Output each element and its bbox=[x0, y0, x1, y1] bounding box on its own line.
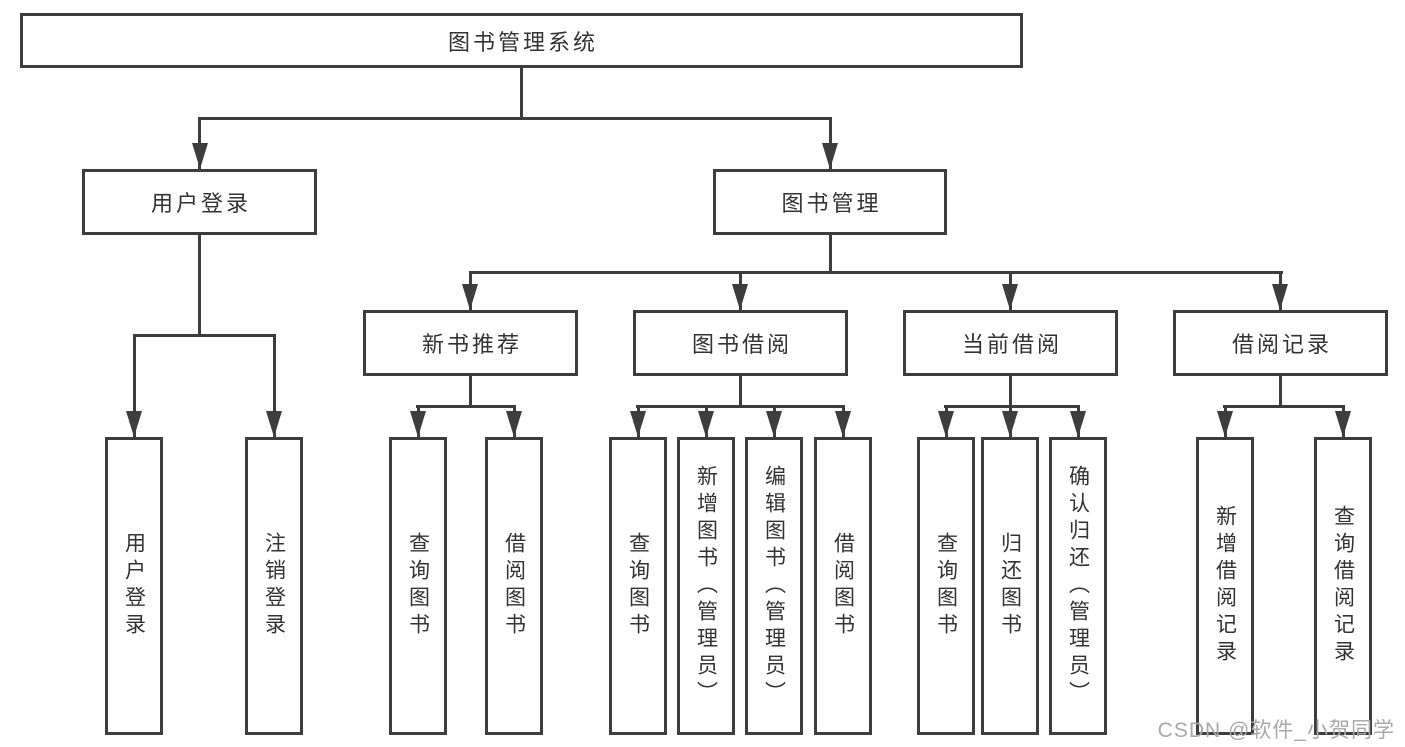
node-current-borrow: 当前借阅 bbox=[903, 310, 1118, 376]
connector-user-login-stem bbox=[198, 235, 201, 335]
leaf-query-book-recommend-label: 查询图书 bbox=[406, 532, 430, 640]
leaf-add-book-admin-label: 新增图书（管理员） bbox=[694, 464, 718, 708]
node-book-borrow-label: 图书借阅 bbox=[691, 332, 792, 357]
connector-bar-current-borrow bbox=[944, 405, 1080, 408]
arrowhead-query-book-a bbox=[410, 411, 426, 437]
arrowhead-book-mgmt bbox=[822, 143, 838, 169]
node-book-management-label: 图书管理 bbox=[781, 191, 882, 216]
arrowhead-borrow-record bbox=[1272, 284, 1288, 310]
leaf-query-borrow-record: 查询借阅记录 bbox=[1314, 437, 1372, 735]
connector-bar-new-book-rec bbox=[416, 405, 516, 408]
leaf-user-login-label: 用户登录 bbox=[122, 532, 146, 640]
leaf-confirm-return-admin: 确认归还（管理员） bbox=[1049, 437, 1107, 735]
connector-new-book-rec-stem bbox=[469, 376, 472, 407]
leaf-query-book-borrow: 查询图书 bbox=[609, 437, 667, 735]
arrowhead-leaf-user-login bbox=[126, 411, 142, 437]
node-library-system: 图书管理系统 bbox=[20, 13, 1023, 68]
leaf-return-book-label: 归还图书 bbox=[998, 532, 1022, 640]
node-new-book-recommend-label: 新书推荐 bbox=[421, 332, 522, 357]
arrowhead-book-borrow bbox=[732, 284, 748, 310]
connector-level1-bar bbox=[198, 117, 832, 120]
leaf-query-book-current-label: 查询图书 bbox=[934, 532, 958, 640]
arrowhead-leaf-logout bbox=[266, 411, 282, 437]
connector-level2-bar bbox=[469, 271, 1283, 274]
arrowhead-current-borrow bbox=[1002, 284, 1018, 310]
leaf-borrow-book: 借阅图书 bbox=[814, 437, 872, 735]
leaf-edit-book-admin-label: 编辑图书（管理员） bbox=[762, 464, 786, 708]
arrowhead-query-book-b bbox=[630, 411, 646, 437]
node-current-borrow-label: 当前借阅 bbox=[961, 332, 1062, 357]
leaf-borrow-book-recommend-label: 借阅图书 bbox=[502, 532, 526, 640]
csdn-watermark: CSDN @软件_小贺同学 bbox=[1157, 719, 1395, 742]
node-new-book-recommend: 新书推荐 bbox=[363, 310, 578, 376]
node-user-login: 用户登录 bbox=[82, 169, 317, 235]
node-borrow-record-label: 借阅记录 bbox=[1231, 332, 1332, 357]
connector-book-mgmt-stem bbox=[829, 234, 832, 273]
leaf-query-borrow-record-label: 查询借阅记录 bbox=[1331, 505, 1355, 667]
leaf-edit-book-admin: 编辑图书（管理员） bbox=[745, 437, 803, 735]
arrowhead-query-book-c bbox=[938, 411, 954, 437]
arrowhead-user-login bbox=[192, 143, 208, 169]
leaf-logout-login-label: 注销登录 bbox=[262, 532, 286, 640]
connector-borrow-record-stem bbox=[1279, 376, 1282, 407]
leaf-query-book-current: 查询图书 bbox=[917, 437, 975, 735]
node-borrow-record: 借阅记录 bbox=[1173, 310, 1388, 376]
connector-drop-leaf-user-login bbox=[133, 334, 136, 437]
node-book-borrow: 图书借阅 bbox=[633, 310, 848, 376]
leaf-add-borrow-record: 新增借阅记录 bbox=[1196, 437, 1254, 735]
node-library-system-label: 图书管理系统 bbox=[447, 29, 598, 55]
connector-book-borrow-stem bbox=[739, 376, 742, 407]
leaf-logout-login: 注销登录 bbox=[245, 437, 303, 735]
connector-bar-borrow-record bbox=[1223, 405, 1345, 408]
arrowhead-query-record bbox=[1335, 411, 1351, 437]
connector-bar-book-borrow bbox=[636, 405, 845, 408]
connector-root-stem bbox=[520, 68, 523, 119]
leaf-user-login: 用户登录 bbox=[105, 437, 163, 735]
node-user-login-label: 用户登录 bbox=[150, 191, 251, 216]
arrowhead-new-book-rec bbox=[462, 284, 478, 310]
leaf-confirm-return-admin-label: 确认归还（管理员） bbox=[1066, 464, 1090, 708]
leaf-query-book-borrow-label: 查询图书 bbox=[626, 532, 650, 640]
arrowhead-confirm-return bbox=[1070, 411, 1086, 437]
leaf-query-book-recommend: 查询图书 bbox=[389, 437, 447, 735]
arrowhead-borrow-book-a bbox=[506, 411, 522, 437]
leaf-add-borrow-record-label: 新增借阅记录 bbox=[1213, 505, 1237, 667]
leaf-add-book-admin: 新增图书（管理员） bbox=[677, 437, 735, 735]
leaf-return-book: 归还图书 bbox=[981, 437, 1039, 735]
arrowhead-add-book bbox=[698, 411, 714, 437]
connector-drop-leaf-logout bbox=[273, 334, 276, 437]
arrowhead-add-record bbox=[1217, 411, 1233, 437]
arrowhead-return-book bbox=[1002, 411, 1018, 437]
arrowhead-edit-book bbox=[766, 411, 782, 437]
node-book-management: 图书管理 bbox=[713, 169, 947, 235]
leaf-borrow-book-recommend: 借阅图书 bbox=[485, 437, 543, 735]
connector-current-borrow-stem bbox=[1009, 376, 1012, 407]
arrowhead-borrow-book-b bbox=[835, 411, 851, 437]
leaf-borrow-book-label: 借阅图书 bbox=[831, 532, 855, 640]
connector-user-login-bar bbox=[133, 334, 276, 337]
